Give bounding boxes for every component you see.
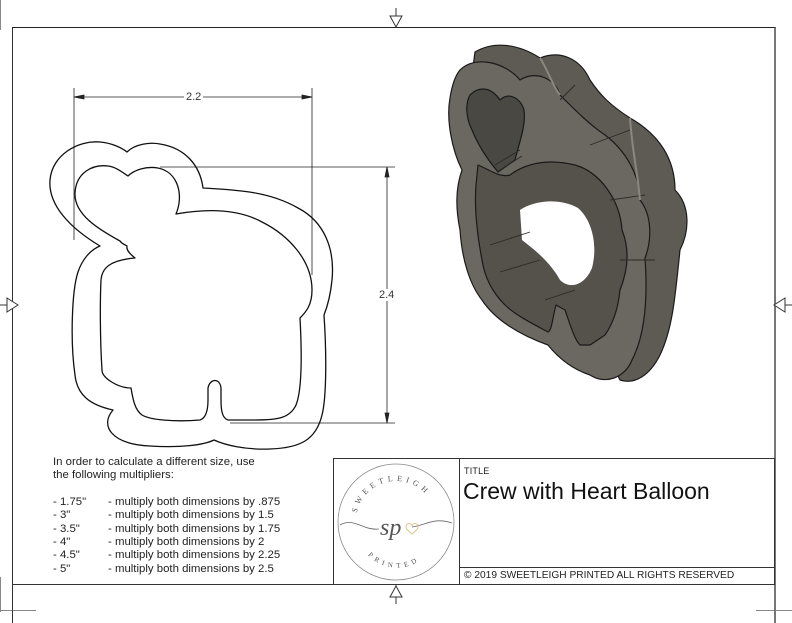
heart-icon <box>405 523 419 535</box>
sheet-edge <box>0 0 1 30</box>
centering-arrow-icon <box>389 8 403 29</box>
copyright-notice: © 2019 SWEETLEIGH PRINTED ALL RIGHTS RES… <box>464 570 735 581</box>
multiplier-text: - multiply both dimensions by 2.25 <box>108 549 281 562</box>
multiplier-row: - 5" - multiply both dimensions by 2.5 <box>53 563 280 576</box>
height-dimension-label: 2.4 <box>377 289 397 301</box>
multiplier-row: - 4" - multiply both dimensions by 2 <box>53 536 280 549</box>
frame-bottom-line <box>12 584 334 585</box>
multiplier-row: - 3.5" - multiply both dimensions by 1.7… <box>53 523 280 536</box>
multiplier-text: - multiply both dimensions by .875 <box>108 495 281 508</box>
logo-bottom-text: PRINTED <box>366 551 421 570</box>
multiplier-size: - 4" <box>53 536 71 549</box>
sheet-edge <box>0 577 1 612</box>
width-dimension <box>73 88 313 275</box>
multiplier-size: - 3.5" <box>53 522 80 535</box>
multiplier-row: - 1.75" - multiply both dimensions by .8… <box>53 496 280 509</box>
cutter-outline <box>49 141 334 450</box>
title-block: SWEETLEIGH PRINTED sp TITLE Crew with He… <box>333 458 775 585</box>
height-dimension <box>160 166 395 424</box>
multiplier-size: - 3" <box>53 509 71 522</box>
sheet-edge <box>0 610 36 611</box>
multiplier-text: - multiply both dimensions by 1.5 <box>108 509 274 522</box>
cutter-3d-model <box>448 44 688 382</box>
logo-top-text: SWEETLEIGH <box>350 474 433 514</box>
size-notes: In order to calculate a different size, … <box>53 456 280 576</box>
multiplier-row: - 4.5" - multiply both dimensions by 2.2… <box>53 549 280 562</box>
multiplier-text: - multiply both dimensions by 1.75 <box>108 522 281 535</box>
logo-cell: SWEETLEIGH PRINTED sp <box>334 459 460 584</box>
centering-arrow-icon <box>0 297 19 313</box>
drawing-title: Crew with Heart Balloon <box>463 478 710 504</box>
notes-intro-line: the following multipliers: <box>53 469 174 482</box>
notes-intro-line: In order to calculate a different size, … <box>53 456 255 468</box>
drawing-frame <box>12 27 776 623</box>
multiplier-text: - multiply both dimensions by 2 <box>108 536 265 549</box>
centering-arrow-icon <box>773 297 792 313</box>
brand-logo: SWEETLEIGH PRINTED sp <box>337 463 455 581</box>
multiplier-size: - 1.75" <box>53 495 87 508</box>
multiplier-row: - 3" - multiply both dimensions by 1.5 <box>53 509 280 522</box>
centering-arrow-icon <box>389 584 403 604</box>
title-cell: TITLE Crew with Heart Balloon <box>460 459 774 568</box>
multiplier-size: - 5" <box>53 562 71 575</box>
width-dimension-label: 2.2 <box>184 91 204 103</box>
logo-monogram: sp <box>380 515 401 541</box>
multiplier-size: - 4.5" <box>53 549 80 562</box>
multiplier-text: - multiply both dimensions by 2.5 <box>108 562 274 575</box>
title-label: TITLE <box>464 466 490 476</box>
